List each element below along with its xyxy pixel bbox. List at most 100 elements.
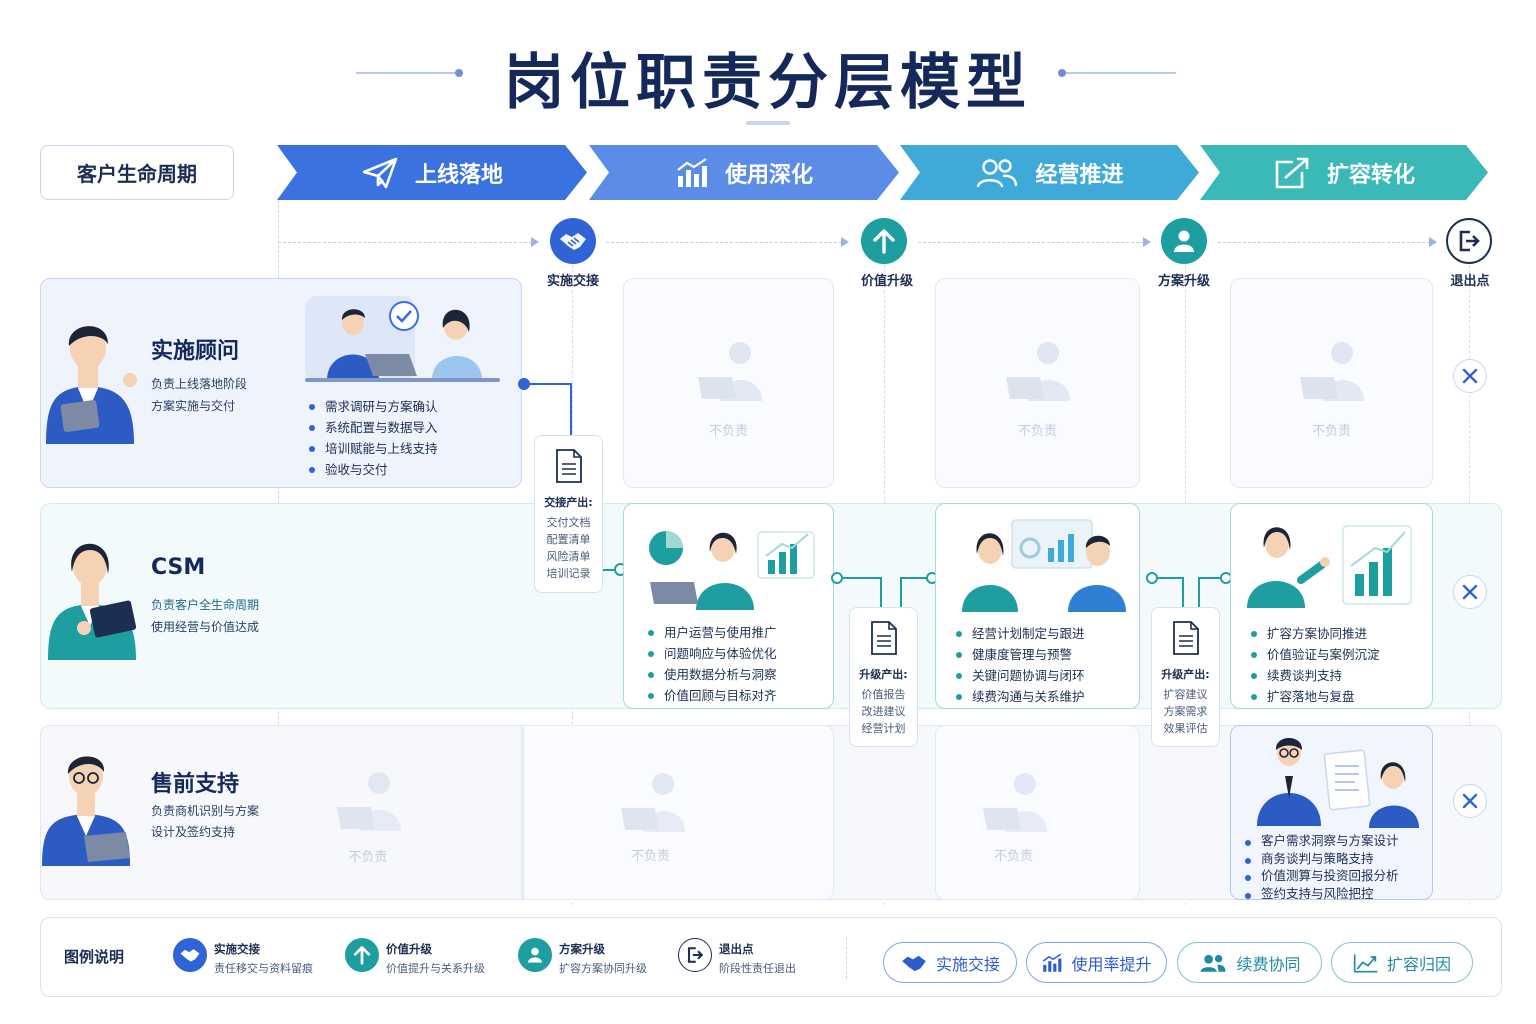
not-responsible-card: 不负责	[523, 725, 834, 900]
list-item: 培训赋能与上线支持	[307, 438, 438, 459]
phase-launch: 上线落地	[277, 145, 587, 200]
not-responsible-label: 不负责	[630, 849, 670, 864]
list-item: 商务谈判与策略支持	[1243, 850, 1399, 868]
deliverable-item: 价值报告	[861, 688, 906, 701]
title-left-dot	[455, 69, 463, 77]
role-desc: 负责上线落地阶段	[151, 377, 248, 391]
legend-item-name: 价值升级	[386, 942, 432, 956]
handshake-icon	[550, 218, 596, 264]
usage-illustration	[649, 531, 815, 610]
pill-expansion[interactable]: 扩容归因	[1331, 942, 1473, 983]
phase-expand: 扩容转化	[1200, 145, 1488, 200]
not-responsible-label: 不负责	[1311, 424, 1351, 439]
presales-avatar	[40, 742, 136, 870]
role-desc: 负责客户全生命周期	[151, 598, 260, 612]
connector-line	[880, 577, 882, 607]
csm-usage-task-list: 用户运营与使用推广 问题响应与体验优化 使用数据分析与洞察 价值回顾与目标对齐	[646, 622, 777, 706]
deliverable-title: 升级产出:	[859, 668, 908, 681]
user-upgrade-icon	[518, 938, 552, 972]
title-right-dot	[1058, 69, 1066, 77]
not-responsible-card: 不负责	[279, 727, 521, 899]
legend-item: 价值升级 价值提升与关系升级	[386, 941, 485, 976]
list-item: 价值测算与投资回报分析	[1243, 867, 1399, 885]
document-icon	[1172, 621, 1199, 655]
cell-divider	[521, 727, 523, 899]
timeline-segment	[278, 242, 532, 243]
legend-item-name: 退出点	[719, 942, 754, 956]
legend-divider	[846, 937, 847, 979]
csm-expansion-task-list: 扩容方案协同推进 价值验证与案例沉淀 续费谈判支持 扩容落地与复盘	[1249, 623, 1380, 707]
users-icon	[1198, 953, 1228, 973]
connector-line	[900, 577, 928, 579]
deliverable-item: 交付文档	[546, 516, 591, 529]
list-item: 价值验证与案例沉淀	[1249, 644, 1380, 665]
legend-item: 退出点 阶段性责任退出	[719, 941, 796, 976]
phase-launch-label: 上线落地	[414, 162, 503, 188]
list-item: 问题响应与体验优化	[646, 643, 777, 664]
legend-title: 图例说明	[64, 948, 125, 966]
connector-line	[1182, 577, 1184, 607]
expand-icon	[1273, 156, 1311, 190]
not-responsible-card: 不负责	[1230, 278, 1433, 488]
phase-deepen-label: 使用深化	[724, 162, 813, 188]
title-left-line	[356, 72, 458, 74]
close-icon	[1453, 575, 1487, 609]
list-item: 系统配置与数据导入	[307, 417, 438, 438]
connector-line	[1198, 577, 1222, 579]
role-name: 实施顾问	[151, 339, 240, 364]
list-item: 续费谈判支持	[1249, 665, 1380, 686]
title-underline	[746, 121, 790, 125]
pill-label: 实施交接	[935, 954, 1000, 974]
user-upgrade-icon	[1161, 218, 1207, 264]
timeline-arrow	[1143, 237, 1151, 247]
legend-item-desc: 责任移交与资料留痕	[214, 962, 313, 975]
list-item: 扩容落地与复盘	[1249, 686, 1380, 707]
legend-item-desc: 价值提升与关系升级	[386, 962, 485, 975]
phase-operate: 经营推进	[900, 145, 1199, 200]
deliverable-item: 风险清单	[546, 550, 591, 563]
connector-dot	[518, 378, 530, 390]
csm-expansion-card: 扩容方案协同推进 价值验证与案例沉淀 续费谈判支持 扩容落地与复盘	[1230, 503, 1433, 709]
pill-renewal[interactable]: 续费协同	[1177, 942, 1322, 983]
role-desc: 负责商机识别与方案	[151, 804, 260, 818]
csm-operation-card: 经营计划制定与跟进 健康度管理与预警 关键问题协调与闭环 续费沟通与关系维护	[935, 503, 1140, 709]
pill-label: 扩容归因	[1386, 954, 1451, 974]
role-desc: 设计及签约支持	[151, 825, 236, 839]
deliverable-item: 改进建议	[861, 705, 906, 718]
deliverable-item: 方案需求	[1163, 705, 1208, 718]
csm-usage-card: 用户运营与使用推广 问题响应与体验优化 使用数据分析与洞察 价值回顾与目标对齐	[623, 503, 834, 709]
upgrade-deliverable: 升级产出: 扩容建议 方案需求 效果评估	[1151, 607, 1220, 747]
exit-icon	[1446, 218, 1492, 264]
phase-operate-label: 经营推进	[1035, 162, 1124, 188]
milestone-label: 实施交接	[546, 274, 599, 289]
handoff-deliverable: 交接产出: 交付文档 配置清单 风险清单 培训记录	[534, 435, 603, 593]
presales-illustration	[1257, 738, 1419, 828]
page-title: 岗位职责分层模型	[504, 48, 1032, 118]
timeline-segment	[606, 242, 842, 243]
connector-line	[843, 577, 881, 579]
pill-handoff[interactable]: 实施交接	[883, 942, 1017, 983]
legend-item: 方案升级 扩容方案协同升级	[559, 941, 647, 976]
connector-line	[603, 569, 617, 571]
list-item: 用户运营与使用推广	[646, 622, 777, 643]
list-item: 客户需求洞察与方案设计	[1243, 832, 1399, 850]
consultant-avatar	[42, 308, 140, 448]
implementation-task-list: 需求调研与方案确认 系统配置与数据导入 培训赋能与上线支持 验收与交付	[307, 396, 438, 480]
pill-usage[interactable]: 使用率提升	[1026, 942, 1167, 983]
bar-chart-icon	[675, 157, 709, 189]
not-responsible-card: 不负责	[935, 725, 1140, 900]
legend-item-name: 方案升级	[559, 942, 605, 956]
title-right-line	[1066, 72, 1176, 74]
deliverable-title: 交接产出:	[544, 496, 593, 509]
timeline-arrow	[1429, 237, 1437, 247]
list-item: 关键问题协调与闭环	[954, 665, 1085, 686]
pill-label: 使用率提升	[1071, 954, 1152, 974]
milestone-label: 方案升级	[1157, 274, 1210, 289]
role-name: 售前支持	[151, 772, 240, 797]
not-responsible-card: 不负责	[623, 278, 834, 488]
connector-dot	[1146, 572, 1158, 584]
timeline-arrow	[841, 237, 849, 247]
milestone-label: 价值升级	[860, 274, 913, 289]
pill-label: 续费协同	[1236, 954, 1301, 974]
list-item: 需求调研与方案确认	[307, 396, 438, 417]
